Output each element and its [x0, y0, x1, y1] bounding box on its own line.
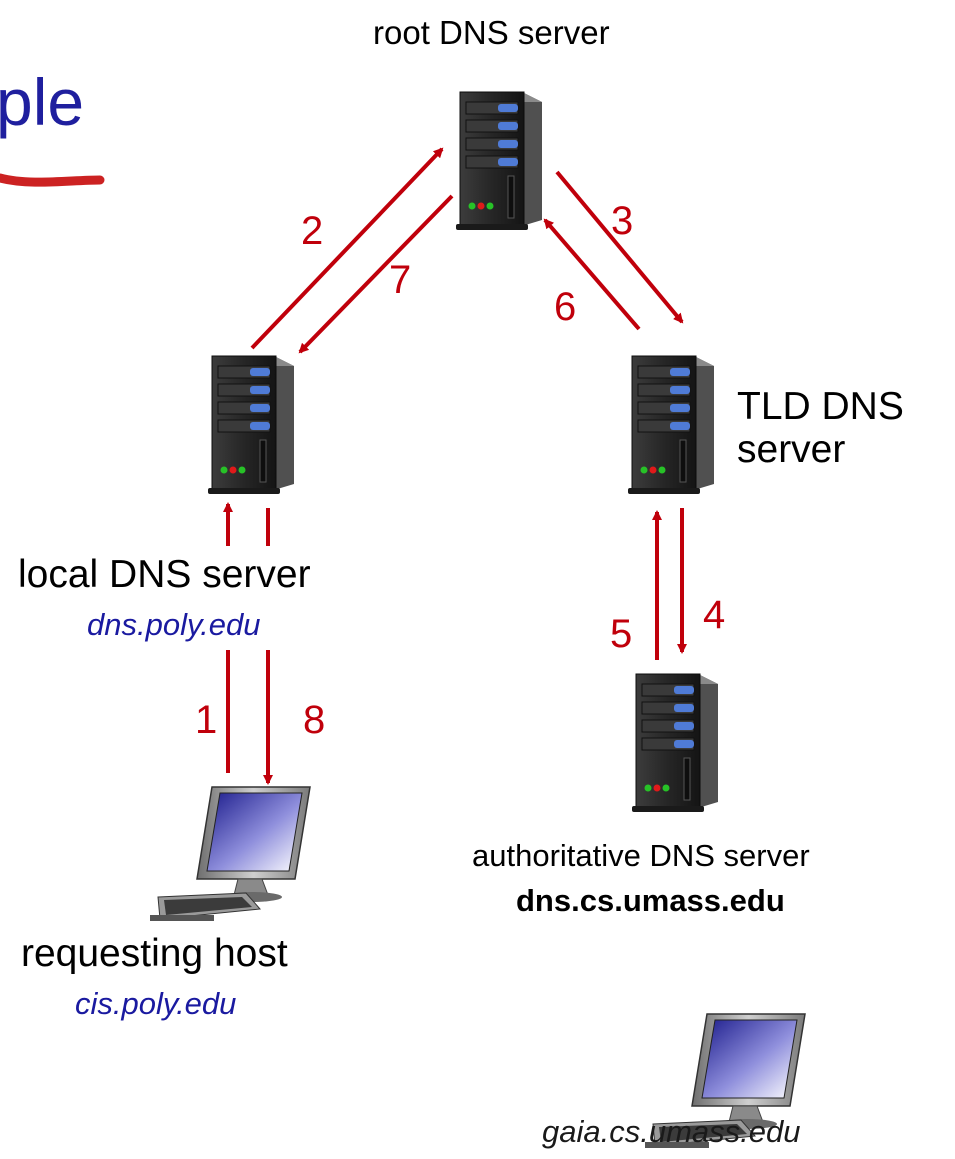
authoritative-dns-server-icon [631, 673, 719, 813]
arrow-step-7 [298, 194, 454, 354]
requesting-host-computer-icon [149, 786, 311, 922]
step-label-2: 2 [301, 209, 324, 253]
tld-dns-server-label-line1: TLD DNS [737, 385, 904, 428]
step-label-1: 1 [195, 698, 218, 742]
step-label-3: 3 [611, 199, 634, 243]
local-dns-server-icon [207, 355, 295, 495]
arrow-step-6 [543, 218, 641, 331]
requesting-host-name: cis.poly.edu [75, 986, 237, 1021]
title-underline [0, 173, 105, 187]
authoritative-dns-server-label: authoritative DNS server [472, 838, 810, 873]
gaia-host-name: gaia.cs.umass.edu [542, 1114, 801, 1149]
arrow-step-3 [555, 170, 684, 324]
step-label-8: 8 [303, 698, 326, 742]
step-label-4: 4 [703, 593, 726, 637]
authoritative-dns-server-host: dns.cs.umass.edu [516, 883, 785, 918]
local-dns-server-host: dns.poly.edu [87, 607, 261, 642]
arrow-step-2 [250, 147, 444, 350]
slide-title-fragment: ple [0, 65, 85, 139]
requesting-host-label: requesting host [21, 932, 288, 975]
step-label-7: 7 [389, 258, 412, 302]
local-dns-server-label: local DNS server [18, 553, 311, 596]
root-dns-server-label: root DNS server [373, 14, 610, 51]
root-dns-server-icon [455, 91, 543, 231]
step-label-5: 5 [610, 612, 633, 656]
step-label-6: 6 [554, 285, 577, 329]
tld-dns-server-label-line2: server [737, 428, 846, 471]
tld-dns-server-icon [627, 355, 715, 495]
